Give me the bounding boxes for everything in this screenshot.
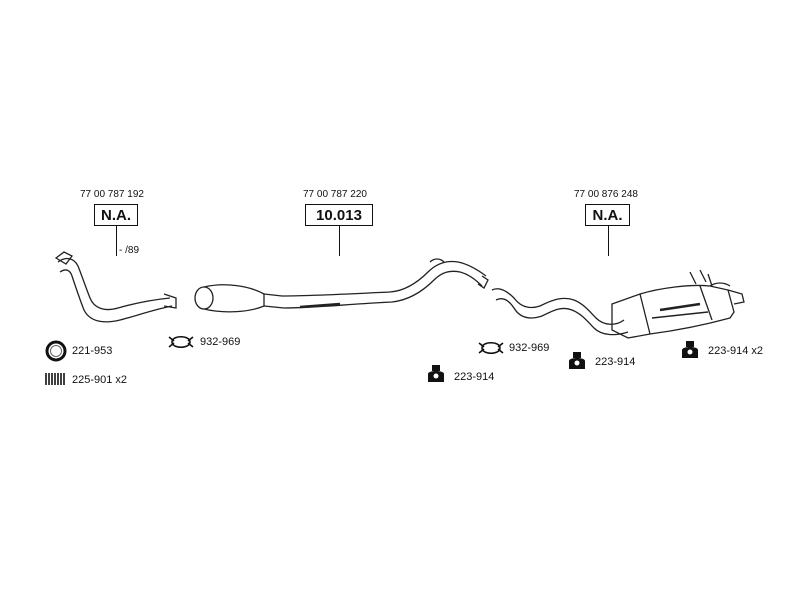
front-pipe-drawing bbox=[54, 251, 177, 323]
pipe-clamp-icon bbox=[168, 335, 194, 349]
front-pipe-ref-box[interactable]: N.A. bbox=[94, 204, 138, 226]
pipe-clamp-icon bbox=[478, 341, 504, 355]
mount-a-part-number[interactable]: 223-914 bbox=[454, 371, 495, 383]
rubber-mount-icon bbox=[569, 352, 585, 369]
front-pipe-leader bbox=[116, 226, 117, 256]
rear-silencer-leader bbox=[608, 226, 609, 256]
middle-silencer-ref-box[interactable]: 10.013 bbox=[305, 204, 373, 226]
mount-b-part-number[interactable]: 223-914 bbox=[595, 356, 636, 368]
rear-silencer-drawing bbox=[491, 269, 745, 339]
rubber-mount-icon bbox=[682, 341, 698, 358]
rubber-mount-icon bbox=[428, 365, 444, 382]
middle-silencer-oem-number: 77 00 787 220 bbox=[303, 189, 367, 200]
mount-c-part-number[interactable]: 223-914 x2 bbox=[708, 345, 764, 357]
ring-gasket-icon bbox=[45, 340, 67, 362]
clamp-right-part-number[interactable]: 932-969 bbox=[509, 342, 550, 354]
spring-part-number[interactable]: 225-901 x2 bbox=[72, 374, 128, 386]
spring-icon bbox=[45, 373, 65, 385]
rear-silencer-ref-box[interactable]: N.A. bbox=[585, 204, 630, 226]
gasket-part-number[interactable]: 221-953 bbox=[72, 345, 113, 357]
middle-silencer-drawing bbox=[194, 258, 489, 313]
clamp-left-part-number[interactable]: 932-969 bbox=[200, 336, 241, 348]
front-pipe-oem-number: 77 00 787 192 bbox=[80, 189, 144, 200]
front-pipe-note: - /89 bbox=[119, 245, 140, 256]
rear-silencer-oem-number: 77 00 876 248 bbox=[574, 189, 638, 200]
middle-silencer-leader bbox=[339, 226, 340, 256]
